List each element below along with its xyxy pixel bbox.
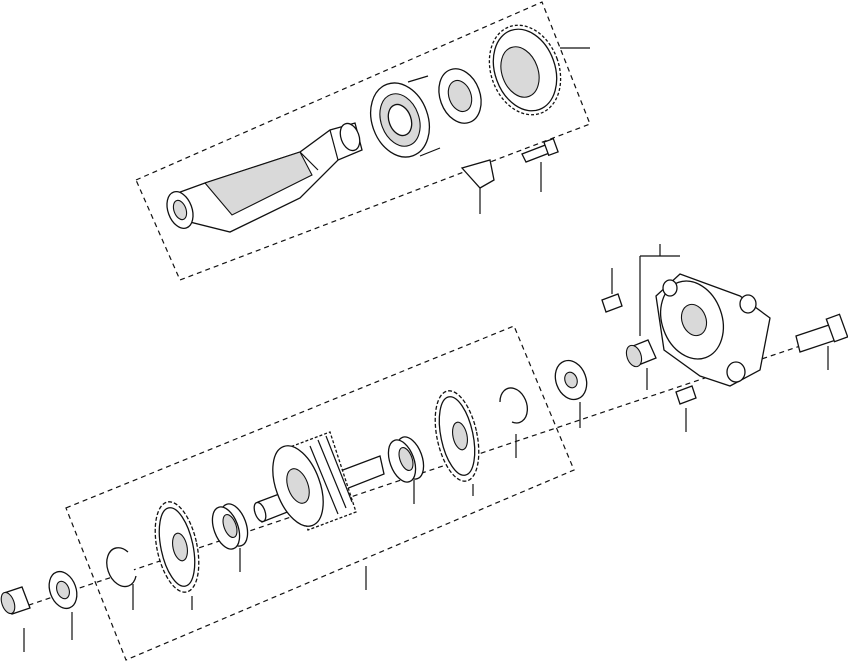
crank-gear-part (488, 24, 562, 116)
lock-plate-part (460, 159, 495, 189)
washer-left-part (48, 570, 78, 610)
spacer-ring-part (438, 68, 482, 124)
circlip-right-part (499, 387, 528, 424)
sprocket-right-part (434, 390, 480, 482)
balancer-gear-part (272, 431, 357, 531)
thrust-washer-part (554, 359, 588, 401)
screw-part (521, 137, 559, 163)
ball-bearing-part (370, 75, 441, 158)
dowel-pin-upper-part (601, 293, 623, 313)
needle-bearing-left-part (0, 586, 31, 615)
balancer-assembly-dashed-box (65, 325, 575, 661)
dowel-pin-lower-part (675, 385, 697, 405)
cover-bolt-part (795, 313, 848, 353)
end-cover-assembly-group (554, 244, 848, 432)
end-cover-part (655, 273, 771, 387)
sprocket-left-part (154, 501, 200, 593)
circlip-left-part (106, 547, 137, 588)
needle-bearing-right-part (625, 339, 657, 368)
damper-spring-left-part (211, 503, 249, 550)
crankshaft-assembly-group (135, 1, 591, 281)
balancer-shaft-assembly-group (0, 325, 831, 661)
damper-spring-right-part (387, 436, 425, 483)
crankshaft-part (166, 122, 363, 233)
